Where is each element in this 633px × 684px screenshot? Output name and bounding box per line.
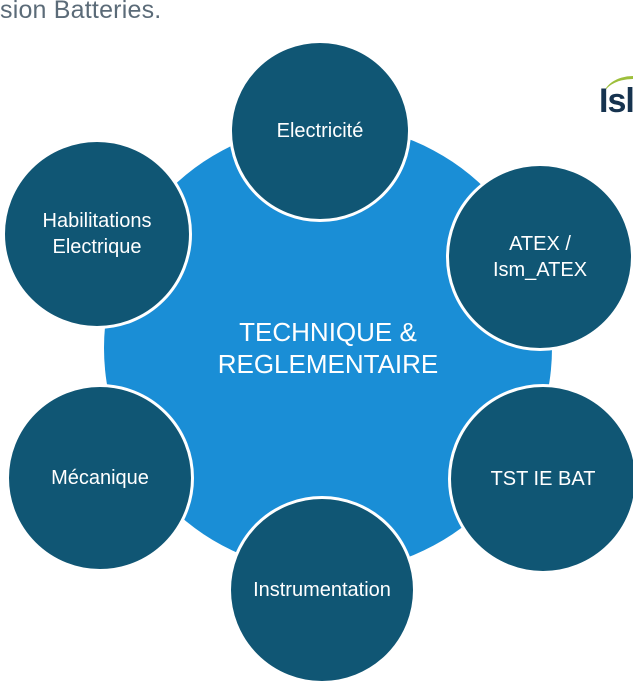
node-mecanique-label: Mécanique xyxy=(51,467,149,489)
node-electricite[interactable]: Electricité xyxy=(229,40,411,222)
node-electricite-label: Electricité xyxy=(276,120,364,142)
node-instrumentation-label: Instrumentation xyxy=(253,579,391,601)
header-text: sion Batteries. xyxy=(0,0,162,24)
center-hub-label: TECHNIQUE & REGLEMENTAIRE xyxy=(217,316,439,380)
node-mecanique[interactable]: Mécanique xyxy=(6,384,194,572)
logo-arc xyxy=(603,76,633,119)
company-logo: Isl xyxy=(599,76,633,136)
node-atex-label: ATEX / Ism_ATEX xyxy=(492,233,588,281)
logo-text: Isl xyxy=(599,82,633,120)
node-tst-ie-bat[interactable]: TST IE BAT xyxy=(448,384,633,574)
node-habilitations-electrique[interactable]: Habilitations Electrique xyxy=(2,139,192,329)
node-tst-ie-bat-label: TST IE BAT xyxy=(490,468,596,490)
node-instrumentation[interactable]: Instrumentation xyxy=(228,496,416,684)
node-habilitations-electrique-label: Habilitations Electrique xyxy=(42,210,152,258)
node-atex[interactable]: ATEX / Ism_ATEX xyxy=(446,163,633,351)
